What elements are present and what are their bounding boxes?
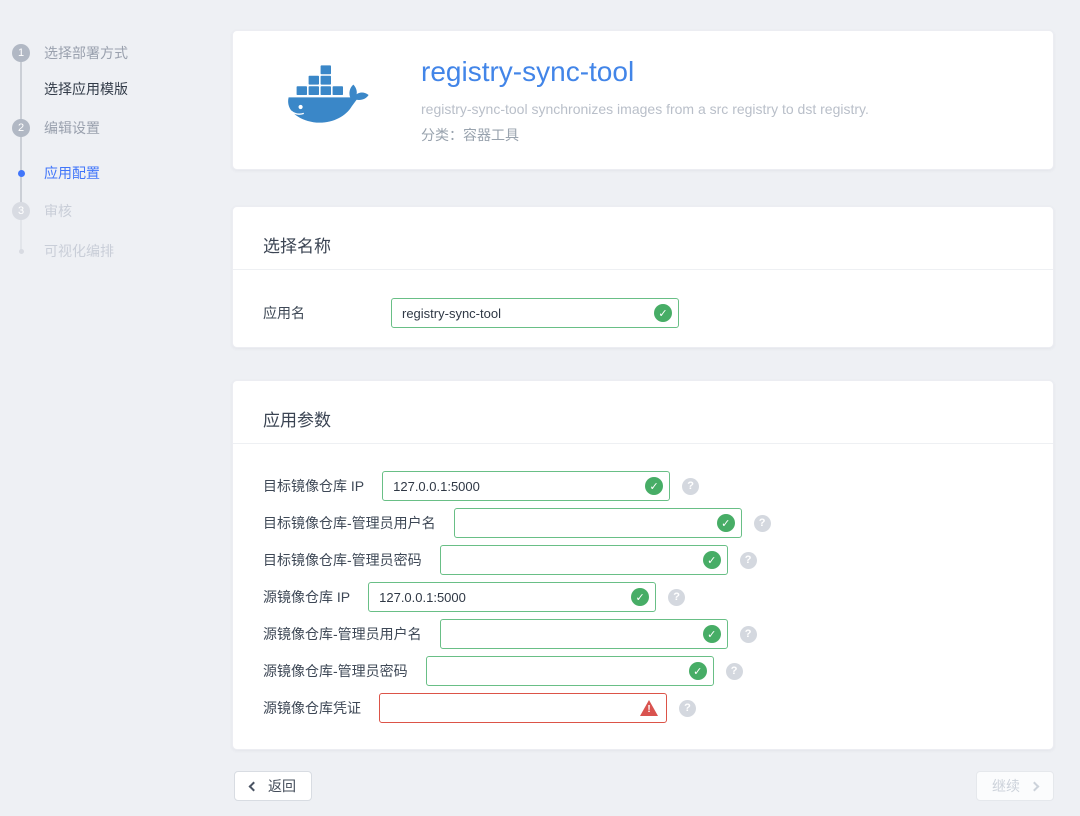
step-label: 编辑设置: [44, 118, 100, 138]
app-params-card: 应用参数 目标镜像仓库 IP 目标镜像仓库-管理员用户名: [232, 380, 1054, 750]
step-label: 选择部署方式: [44, 43, 128, 63]
app-logo-area: [233, 31, 421, 169]
param-input-wrap: [440, 545, 728, 575]
substep-label: 应用配置: [44, 163, 100, 183]
param-label: 目标镜像仓库 IP: [263, 476, 364, 496]
help-icon[interactable]: [754, 515, 771, 532]
param-input-wrap: [379, 693, 667, 723]
help-icon[interactable]: [726, 663, 743, 680]
src-registry-ip-input[interactable]: [368, 582, 656, 612]
param-input-wrap: [426, 656, 714, 686]
step-review[interactable]: 3 审核: [0, 201, 72, 221]
valid-check-icon: [689, 662, 707, 680]
dst-admin-password-input[interactable]: [440, 545, 728, 575]
param-row-src-admin-password: 源镜像仓库-管理员密码: [263, 656, 1023, 686]
valid-check-icon: [654, 304, 672, 322]
valid-check-icon: [717, 514, 735, 532]
param-input-wrap: [382, 471, 670, 501]
param-input-wrap: [368, 582, 656, 612]
param-label: 目标镜像仓库-管理员密码: [263, 550, 422, 570]
src-registry-credential-input[interactable]: [379, 693, 667, 723]
help-icon[interactable]: [682, 478, 699, 495]
app-name-input-wrap: [391, 298, 679, 328]
step-choose-deploy-method[interactable]: 1 选择部署方式: [0, 43, 128, 63]
back-button[interactable]: 返回: [234, 771, 312, 801]
chevron-right-icon: [1030, 782, 1040, 792]
step-number-badge: 3: [12, 202, 30, 220]
valid-check-icon: [703, 625, 721, 643]
wizard-stepper: 1 选择部署方式 选择应用模版 2 编辑设置 应用配置 3 审核 可视化编排: [0, 0, 232, 816]
app-description: registry-sync-tool synchronizes images f…: [421, 101, 869, 117]
valid-check-icon: [631, 588, 649, 606]
param-row-src-admin-username: 源镜像仓库-管理员用户名: [263, 619, 1023, 649]
substep-visual-orchestration[interactable]: 可视化编排: [0, 241, 114, 261]
app-name-input[interactable]: [391, 298, 679, 328]
src-admin-password-input[interactable]: [426, 656, 714, 686]
dst-admin-username-input[interactable]: [454, 508, 742, 538]
step-label: 审核: [44, 201, 72, 221]
src-admin-username-input[interactable]: [440, 619, 728, 649]
wizard-footer: 返回 继续: [232, 771, 1054, 801]
pending-step-dot-icon: [19, 249, 24, 254]
param-input-wrap: [454, 508, 742, 538]
valid-check-icon: [703, 551, 721, 569]
param-row-src-registry-credential: 源镜像仓库凭证: [263, 693, 1023, 723]
active-step-dot-icon: [18, 170, 25, 177]
continue-button-label: 继续: [992, 776, 1020, 796]
help-icon[interactable]: [668, 589, 685, 606]
chevron-left-icon: [249, 782, 259, 792]
card-title: 应用参数: [233, 381, 1053, 431]
app-name-row: 应用名: [233, 270, 1053, 356]
back-button-label: 返回: [268, 776, 296, 796]
card-title: 选择名称: [233, 207, 1053, 257]
app-category: 分类：容器工具: [421, 125, 869, 145]
continue-button-disabled[interactable]: 继续: [976, 771, 1054, 801]
app-title[interactable]: registry-sync-tool: [421, 56, 869, 88]
param-row-dst-admin-username: 目标镜像仓库-管理员用户名: [263, 508, 1023, 538]
param-label: 源镜像仓库 IP: [263, 587, 350, 607]
app-params-form: 目标镜像仓库 IP 目标镜像仓库-管理员用户名 目标镜像仓库-管理员: [233, 444, 1053, 730]
step-edit-settings[interactable]: 2 编辑设置: [0, 118, 100, 138]
substep-label: 可视化编排: [44, 241, 114, 261]
app-name-label: 应用名: [263, 303, 391, 323]
app-header-text: registry-sync-tool registry-sync-tool sy…: [421, 31, 869, 169]
dst-registry-ip-input[interactable]: [382, 471, 670, 501]
help-icon[interactable]: [679, 700, 696, 717]
valid-check-icon: [645, 477, 663, 495]
param-label: 源镜像仓库-管理员用户名: [263, 624, 422, 644]
param-row-dst-registry-ip: 目标镜像仓库 IP: [263, 471, 1023, 501]
param-label: 目标镜像仓库-管理员用户名: [263, 513, 436, 533]
substep-label: 选择应用模版: [44, 79, 128, 99]
step-number-badge: 1: [12, 44, 30, 62]
app-header-card: registry-sync-tool registry-sync-tool sy…: [232, 30, 1054, 170]
substep-choose-app-template[interactable]: 选择应用模版: [0, 79, 128, 99]
param-label: 源镜像仓库凭证: [263, 698, 361, 718]
help-icon[interactable]: [740, 552, 757, 569]
param-input-wrap: [440, 619, 728, 649]
param-label: 源镜像仓库-管理员密码: [263, 661, 408, 681]
param-row-src-registry-ip: 源镜像仓库 IP: [263, 582, 1023, 612]
help-icon[interactable]: [740, 626, 757, 643]
param-row-dst-admin-password: 目标镜像仓库-管理员密码: [263, 545, 1023, 575]
choose-name-card: 选择名称 应用名: [232, 206, 1054, 348]
docker-whale-icon: [279, 63, 375, 135]
substep-app-config-active[interactable]: 应用配置: [0, 163, 100, 183]
step-number-badge: 2: [12, 119, 30, 137]
